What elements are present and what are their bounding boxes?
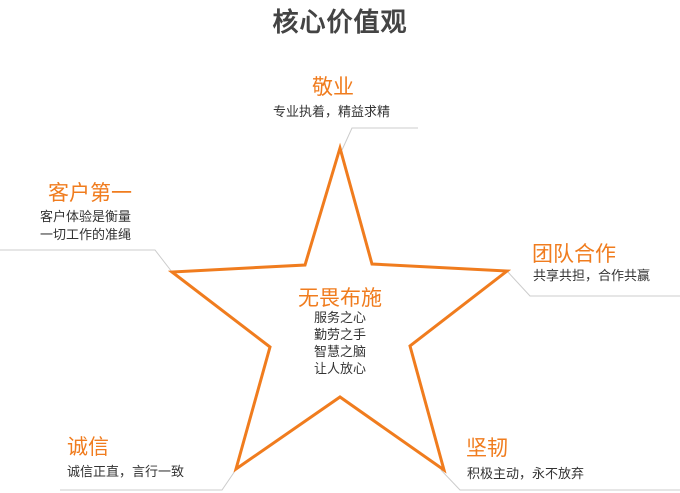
center-lines: 服务之心 勤劳之手 智慧之脑 让人放心: [270, 310, 410, 378]
value-desc-customer-first-line2: 一切工作的准绳: [40, 228, 132, 243]
center-line: 智慧之脑: [313, 345, 366, 360]
connector-left: [0, 249, 173, 273]
value-desc-customer-first-line1: 客户体验是衡量: [40, 210, 132, 225]
value-title-perseverance: 坚韧: [466, 436, 508, 460]
value-desc-perseverance: 积极主动，永不放弃: [467, 467, 585, 482]
center-line: 服务之心: [313, 311, 366, 326]
center-line: 勤劳之手: [313, 328, 366, 343]
core-star: [167, 142, 512, 474]
value-title-customer-first: 客户第一: [48, 181, 132, 205]
value-title-integrity: 诚信: [67, 435, 109, 459]
connector-bottom-left: [60, 467, 238, 491]
center-line: 让人放心: [313, 362, 366, 377]
page-title: 核心价值观: [272, 8, 408, 38]
value-desc-dedication: 专业执着，精益求精: [273, 105, 391, 120]
connector-right: [506, 270, 680, 297]
value-title-dedication: 敬业: [312, 75, 354, 99]
center-title: 无畏布施: [298, 286, 382, 310]
connector-top: [341, 127, 418, 151]
value-desc-teamwork: 共享共担，合作共赢: [533, 269, 651, 284]
value-title-teamwork: 团队合作: [532, 242, 616, 266]
connector-bottom-right: [440, 469, 680, 491]
value-desc-integrity: 诚信正直，言行一致: [67, 465, 185, 480]
